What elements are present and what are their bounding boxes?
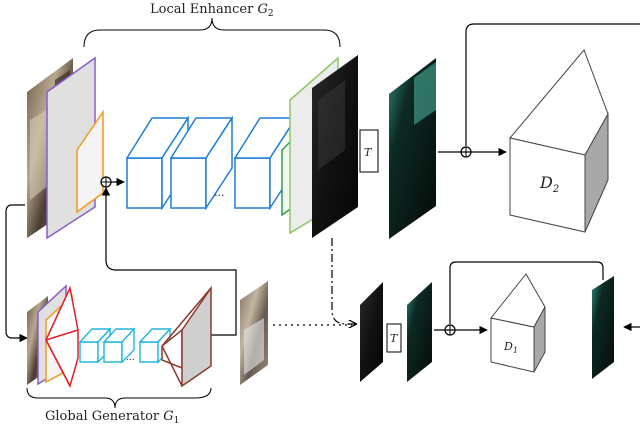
svg-text:T: T — [390, 332, 399, 345]
global-to-local-connection — [101, 187, 237, 336]
svg-text:Global Generator G1: Global Generator G1 — [45, 409, 179, 425]
real-image-top — [389, 58, 436, 239]
svg-text:D2: D2 — [539, 173, 559, 195]
residual-block-2 — [169, 115, 234, 211]
output-image-top — [312, 55, 358, 238]
sum-node-top — [100, 176, 112, 188]
ellipsis-bottom: ... — [126, 353, 135, 363]
discriminator-d1: D1 — [490, 273, 546, 373]
svg-text:D1: D1 — [503, 340, 518, 355]
encoder-red — [45, 285, 79, 389]
d1-feedback-line — [449, 261, 604, 324]
output-image-bottom — [240, 281, 268, 385]
global-generator-label: Global Generator G1 — [45, 409, 179, 425]
svg-text:T: T — [364, 146, 373, 159]
transform-box-top: T — [359, 129, 379, 173]
svg-text:Local Enhancer G2: Local Enhancer G2 — [150, 2, 274, 19]
residual-block-small-1 — [78, 327, 112, 364]
downsample-dashed-link — [331, 238, 356, 324]
input-downsample-connection — [5, 204, 28, 343]
transform-box-bottom: T — [386, 323, 402, 353]
decoder-brown — [161, 285, 212, 388]
local-enhancer-brace — [83, 17, 341, 48]
global-generator-brace — [26, 387, 212, 409]
d2-feedback-line — [465, 23, 640, 146]
real-image-right — [592, 276, 614, 379]
real-image-bottom — [407, 282, 432, 382]
downsampled-output-image — [360, 282, 383, 382]
discriminator-d2: D2 — [509, 49, 609, 233]
residual-block-small-2 — [102, 327, 136, 364]
ellipsis-top: ... — [214, 186, 225, 199]
local-enhancer-label: Local Enhancer G2 — [150, 2, 274, 19]
